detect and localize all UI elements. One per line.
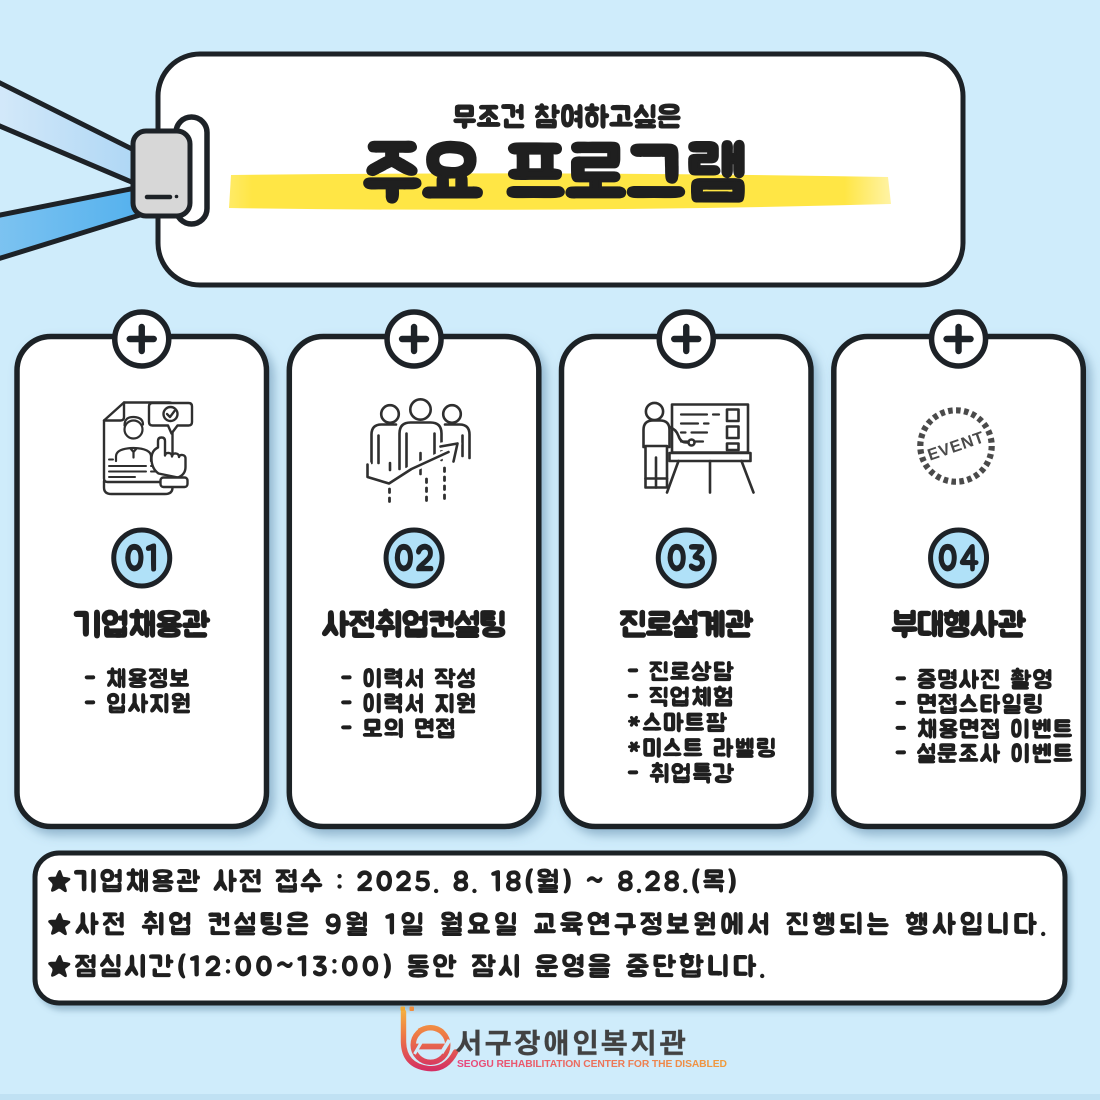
svg-text:SEOGU REHABILITATION CENTER FO: SEOGU REHABILITATION CENTER FOR THE DISA…	[457, 1059, 727, 1070]
